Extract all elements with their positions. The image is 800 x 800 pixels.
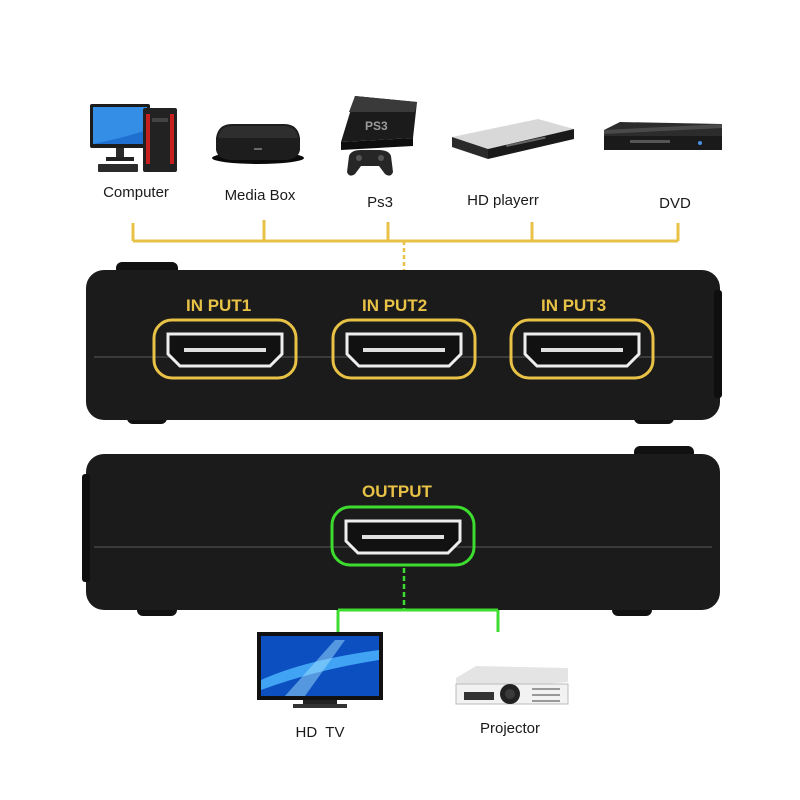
hdmi-input-port-1 [152,318,298,380]
hdmi-output-port [330,505,476,567]
projector-icon [452,662,572,712]
source-label-ps3: Ps3 [367,194,393,211]
display-label-projector: Projector [479,720,541,737]
input-label-3: IN PUT3 [541,296,607,315]
display-label-tv: HD TV [295,724,345,741]
output-connector-lines [336,568,500,632]
output-label: OUTPUT [362,482,432,501]
dvd-player-icon [600,118,725,158]
source-label-media-box: Media Box [224,187,296,204]
hdmi-input-port-3 [509,318,655,380]
ps3-icon: PS3 [335,90,425,185]
input-connector-lines [131,220,680,289]
media-box-icon [208,118,308,168]
svg-text:PS3: PS3 [365,119,388,133]
computer-icon [88,100,183,175]
tv-icon [255,630,385,710]
hd-player-icon [448,115,578,170]
input-label-2: IN PUT2 [362,296,428,315]
source-label-computer: Computer [103,184,169,201]
source-label-hd-player: HD playerr [467,192,539,209]
hdmi-input-port-2 [331,318,477,380]
source-label-dvd: DVD [659,195,691,212]
input-label-1: IN PUT1 [186,296,252,315]
